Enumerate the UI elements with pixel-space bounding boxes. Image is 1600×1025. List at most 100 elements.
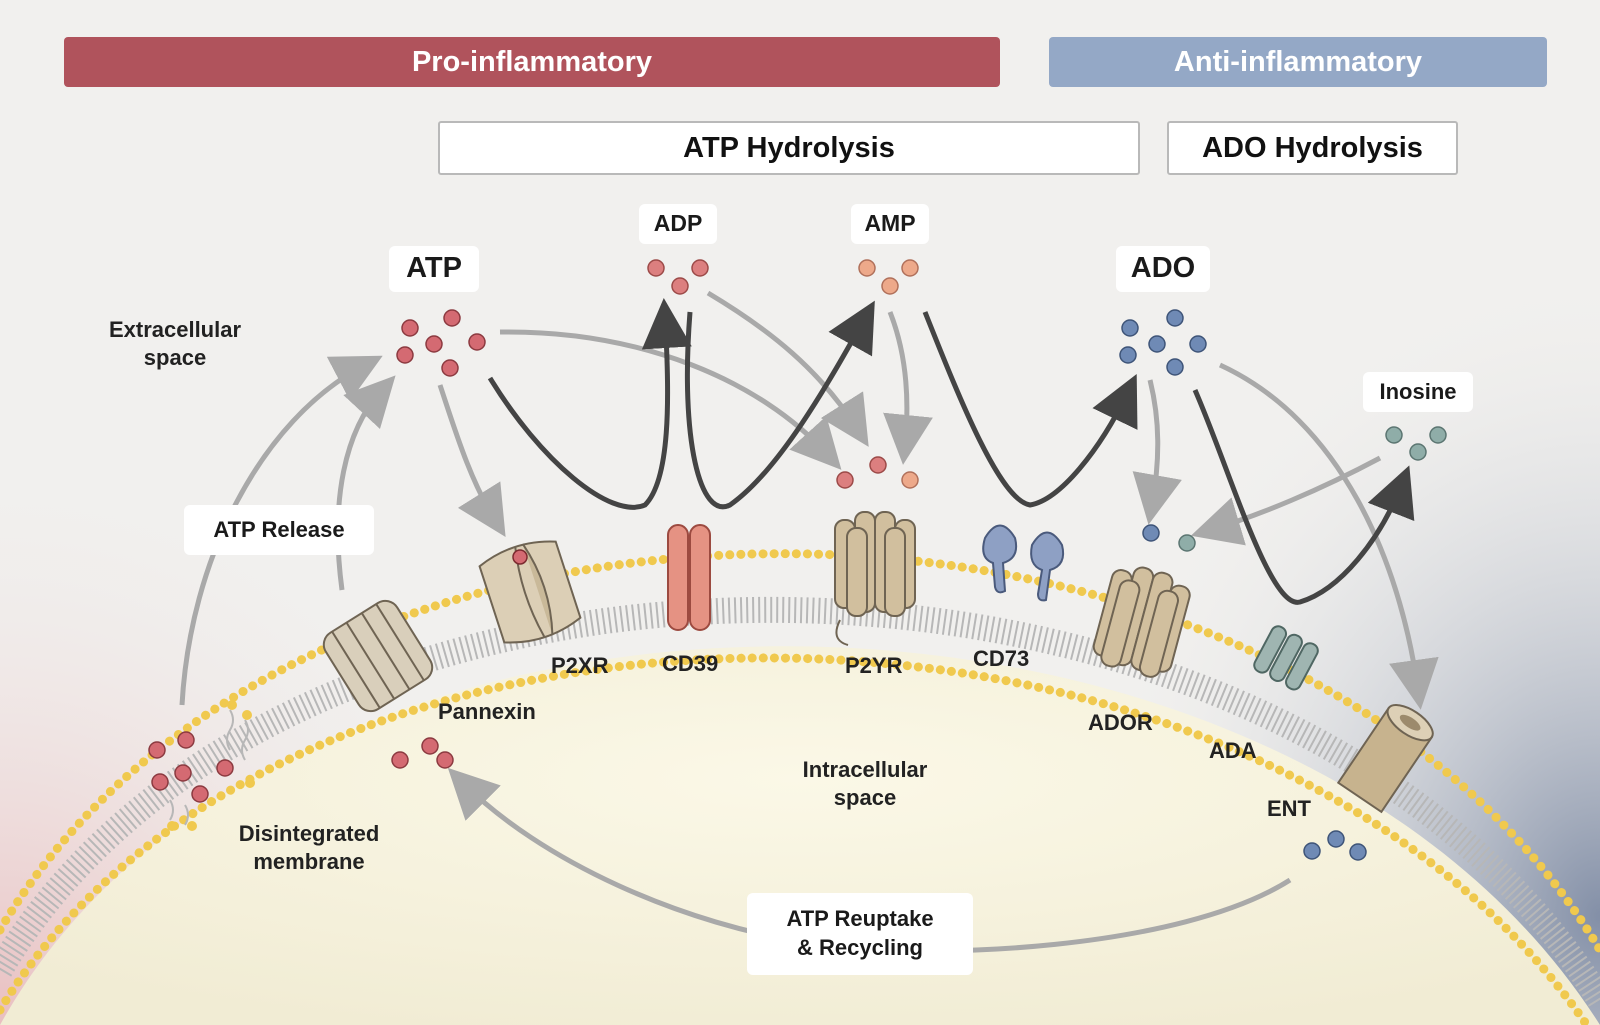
atp-dot [174, 764, 192, 782]
intracellular-line2: space [833, 784, 897, 810]
pannexin-label: Pannexin [438, 699, 536, 724]
extracellular-label: Extracellular space [90, 316, 260, 371]
disintegrated-line1: Disintegrated [238, 821, 380, 846]
cd73-label: CD73 [973, 646, 1030, 671]
ado-hydrolysis-header: ADO Hydrolysis [1167, 121, 1458, 175]
ador-label: ADOR [1088, 710, 1153, 735]
ado-dot [1121, 319, 1139, 337]
inosine-molecules [1178, 426, 1447, 552]
inosine-label: Inosine [1363, 372, 1473, 412]
pro-inflammatory-banner: Pro-inflammatory [64, 37, 1000, 87]
atp-dot [396, 346, 414, 364]
amp-dot [858, 259, 876, 277]
amp-to-ado-arrow [922, 311, 1138, 508]
atp-dot [441, 359, 459, 377]
release-arrow-inner [335, 375, 396, 591]
atp-dot [151, 773, 169, 791]
ent-transporter [1336, 704, 1434, 814]
intracellular-label: Intracellular space [780, 756, 950, 811]
ado-dot [1349, 843, 1367, 861]
p2xr-label: P2XR [551, 653, 609, 678]
amp-dot [881, 277, 899, 295]
ado-label: ADO [1116, 246, 1210, 292]
ado-dot [1166, 358, 1184, 376]
atp-label: ATP [389, 246, 479, 292]
p2xr-bound-atp [512, 549, 528, 565]
adp-dot [691, 259, 709, 277]
membrane-fragments [169, 709, 249, 826]
reuptake-line2: & Recycling [797, 935, 923, 960]
cd39-enzyme [667, 524, 711, 631]
cell-interior [0, 646, 1600, 1025]
atp-dot [468, 333, 486, 351]
atp-dot [436, 751, 454, 769]
adp-to-p2yr-arrow [706, 290, 869, 447]
ado-to-ador-arrow [1132, 379, 1182, 525]
atp-dot [177, 731, 195, 749]
atp-dot [443, 309, 461, 327]
inosine-dot [1385, 426, 1403, 444]
disintegrated-membrane-label: Disintegrated membrane [224, 820, 394, 875]
inosine-dot [1429, 426, 1447, 444]
anti-inflammatory-banner: Anti-inflammatory [1049, 37, 1547, 87]
atp-to-adp-arrow [487, 298, 692, 510]
ado-to-inosine-arrow [1192, 388, 1415, 605]
atp-dot [425, 335, 443, 353]
amp-dot [901, 259, 919, 277]
fragment-heads [167, 700, 255, 831]
cd39-label: CD39 [662, 651, 719, 676]
membrane-outer-heads [0, 549, 1600, 955]
ado-molecules [1119, 309, 1367, 861]
inosine-to-cell-arrow [1190, 455, 1382, 546]
ado-dot [1148, 335, 1166, 353]
p2yr-label: P2YR [845, 653, 903, 678]
adp-molecules [647, 259, 887, 489]
atp-dot [401, 319, 419, 337]
atp-dot [421, 737, 439, 755]
amp-molecules [858, 259, 919, 489]
adp-dot [869, 456, 887, 474]
atp-dot [148, 741, 166, 759]
ada-label: ADA [1209, 738, 1257, 763]
disintegrated-line2: membrane [253, 848, 365, 874]
inosine-dot [1409, 443, 1427, 461]
atp-hydrolysis-header: ATP Hydrolysis [438, 121, 1140, 175]
amp-dot [901, 471, 919, 489]
ado-dot [1166, 309, 1184, 327]
pannexin-channel [322, 599, 434, 713]
release-arrow-outer [179, 355, 383, 706]
atp-reuptake-label: ATP Reuptake & Recycling [747, 893, 973, 975]
atp-dot [391, 751, 409, 769]
atp-dot [191, 785, 209, 803]
adp-dot [671, 277, 689, 295]
extracellular-line1: Extracellular [108, 317, 242, 342]
atp-to-p2xr-arrow [437, 384, 506, 537]
intracellular-line1: Intracellular [802, 757, 928, 782]
reuptake-line1: ATP Reuptake [786, 906, 934, 932]
gray-arrows [179, 290, 1439, 954]
hydrolysis-arrows [487, 298, 1415, 605]
p2xr-channel [478, 540, 582, 644]
ado-dot [1142, 524, 1160, 542]
adp-dot [647, 259, 665, 277]
atp-dot [216, 759, 234, 777]
ado-dot [1189, 335, 1207, 353]
pro-inflammatory-label: Pro-inflammatory [411, 45, 653, 78]
ado-to-ent-arrow [1218, 362, 1439, 710]
amp-label: AMP [851, 204, 929, 244]
atp-hydrolysis-label: ATP Hydrolysis [683, 131, 895, 164]
adp-to-amp-arrow [684, 300, 875, 510]
ado-dot [1119, 346, 1137, 364]
ador-receptor [1092, 566, 1191, 678]
inosine-dot [1178, 534, 1196, 552]
cd73-enzyme [982, 524, 1065, 602]
ada-enzyme [1253, 625, 1319, 691]
adp-dot [836, 471, 854, 489]
ado-hydrolysis-label: ADO Hydrolysis [1202, 131, 1423, 164]
atp-molecules [148, 309, 486, 803]
adp-label: ADP [639, 204, 717, 244]
atp-release-label: ATP Release [184, 505, 374, 555]
p2yr-receptor [834, 511, 916, 646]
